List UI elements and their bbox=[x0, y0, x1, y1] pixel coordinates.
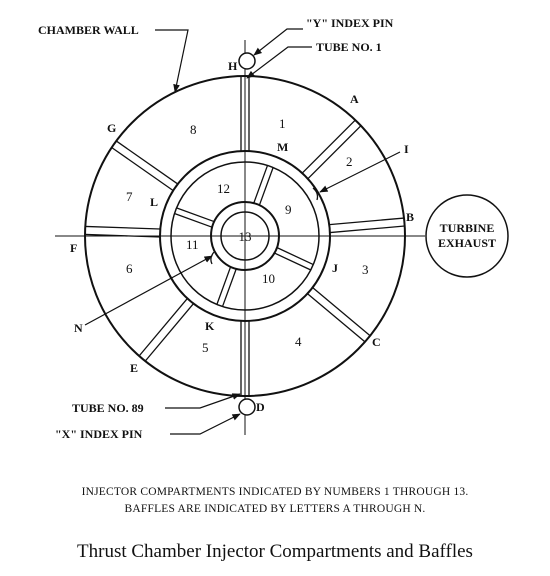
baffle-label-a: A bbox=[350, 92, 359, 106]
y-index-pin-label: "Y" INDEX PIN bbox=[306, 16, 394, 30]
n-leader bbox=[84, 255, 213, 326]
baffle-label-e: E bbox=[130, 361, 138, 375]
compartment-5: 5 bbox=[202, 340, 209, 355]
compartment-12: 12 bbox=[217, 181, 230, 196]
x-index-pin-label: "X" INDEX PIN bbox=[55, 427, 143, 441]
baffle-label-i: I bbox=[404, 142, 409, 156]
compartment-8: 8 bbox=[190, 122, 197, 137]
turbine-label-2: EXHAUST bbox=[438, 236, 496, 250]
chamber-wall bbox=[84, 75, 406, 397]
compartment-13: 13 bbox=[239, 229, 252, 244]
baffle-label-j: J bbox=[332, 261, 338, 275]
tube-no-89-label: TUBE NO. 89 bbox=[72, 401, 144, 415]
caption-line-2: BAFFLES ARE INDICATED BY LETTERS A THROU… bbox=[124, 503, 426, 515]
y-index-pin bbox=[238, 52, 256, 70]
compartment-4: 4 bbox=[295, 334, 302, 349]
baffle-g bbox=[111, 140, 179, 192]
outer-baffles bbox=[84, 76, 405, 396]
chamber-wall-label: CHAMBER WALL bbox=[38, 23, 139, 37]
chamber-wall-leader bbox=[155, 29, 189, 93]
baffle-label-m: M bbox=[277, 140, 288, 154]
i-leader bbox=[319, 151, 401, 193]
baffle-label-n: N bbox=[74, 321, 83, 335]
baffle-a bbox=[301, 119, 362, 180]
baffle-n-mark bbox=[210, 251, 215, 265]
baffle-m bbox=[253, 165, 274, 206]
turbine-label-1: TURBINE bbox=[440, 221, 495, 235]
baffle-b bbox=[329, 217, 405, 234]
x-index-pin bbox=[238, 398, 256, 416]
turbine-exhaust-port bbox=[425, 194, 509, 278]
tube-no-1-label: TUBE NO. 1 bbox=[316, 40, 382, 54]
compartment-2: 2 bbox=[346, 154, 353, 169]
center-inner bbox=[220, 211, 270, 261]
ring-inner bbox=[170, 161, 320, 311]
baffle-label-l: L bbox=[150, 195, 158, 209]
compartment-1: 1 bbox=[279, 116, 286, 131]
compartment-7: 7 bbox=[126, 189, 133, 204]
compartment-3: 3 bbox=[362, 262, 369, 277]
figure-title: Thrust Chamber Injector Compartments and… bbox=[77, 541, 473, 562]
x-pin-leader bbox=[170, 413, 241, 435]
baffle-d bbox=[240, 321, 250, 396]
baffle-l bbox=[174, 207, 215, 228]
tube89-leader bbox=[165, 393, 241, 409]
y-pin-leader bbox=[253, 28, 303, 56]
baffle-label-h: H bbox=[228, 59, 238, 73]
tube1-leader bbox=[246, 46, 312, 79]
injector-diagram: TURBINE EXHAUST CHAMBER WALL "Y" INDEX P… bbox=[38, 16, 509, 441]
baffle-label-f: F bbox=[70, 241, 77, 255]
compartment-6: 6 bbox=[126, 261, 133, 276]
baffle-label-g: G bbox=[107, 121, 116, 135]
ring-outer bbox=[159, 150, 331, 322]
baffle-label-k: K bbox=[205, 319, 215, 333]
caption-line-1: INJECTOR COMPARTMENTS INDICATED BY NUMBE… bbox=[81, 486, 469, 498]
baffle-j bbox=[274, 247, 314, 271]
baffle-e bbox=[138, 298, 194, 362]
baffle-k bbox=[216, 266, 237, 307]
baffle-label-c: C bbox=[372, 335, 381, 349]
baffle-c bbox=[307, 287, 371, 343]
compartment-11: 11 bbox=[186, 237, 199, 252]
baffle-f bbox=[84, 225, 161, 238]
compartment-9: 9 bbox=[285, 202, 292, 217]
baffle-h bbox=[240, 76, 250, 151]
center-outer bbox=[210, 201, 280, 271]
baffle-label-d: D bbox=[256, 400, 265, 414]
baffle-i-mark bbox=[312, 187, 319, 201]
compartment-10: 10 bbox=[262, 271, 275, 286]
inner-baffles bbox=[174, 165, 314, 307]
baffle-label-b: B bbox=[406, 210, 414, 224]
